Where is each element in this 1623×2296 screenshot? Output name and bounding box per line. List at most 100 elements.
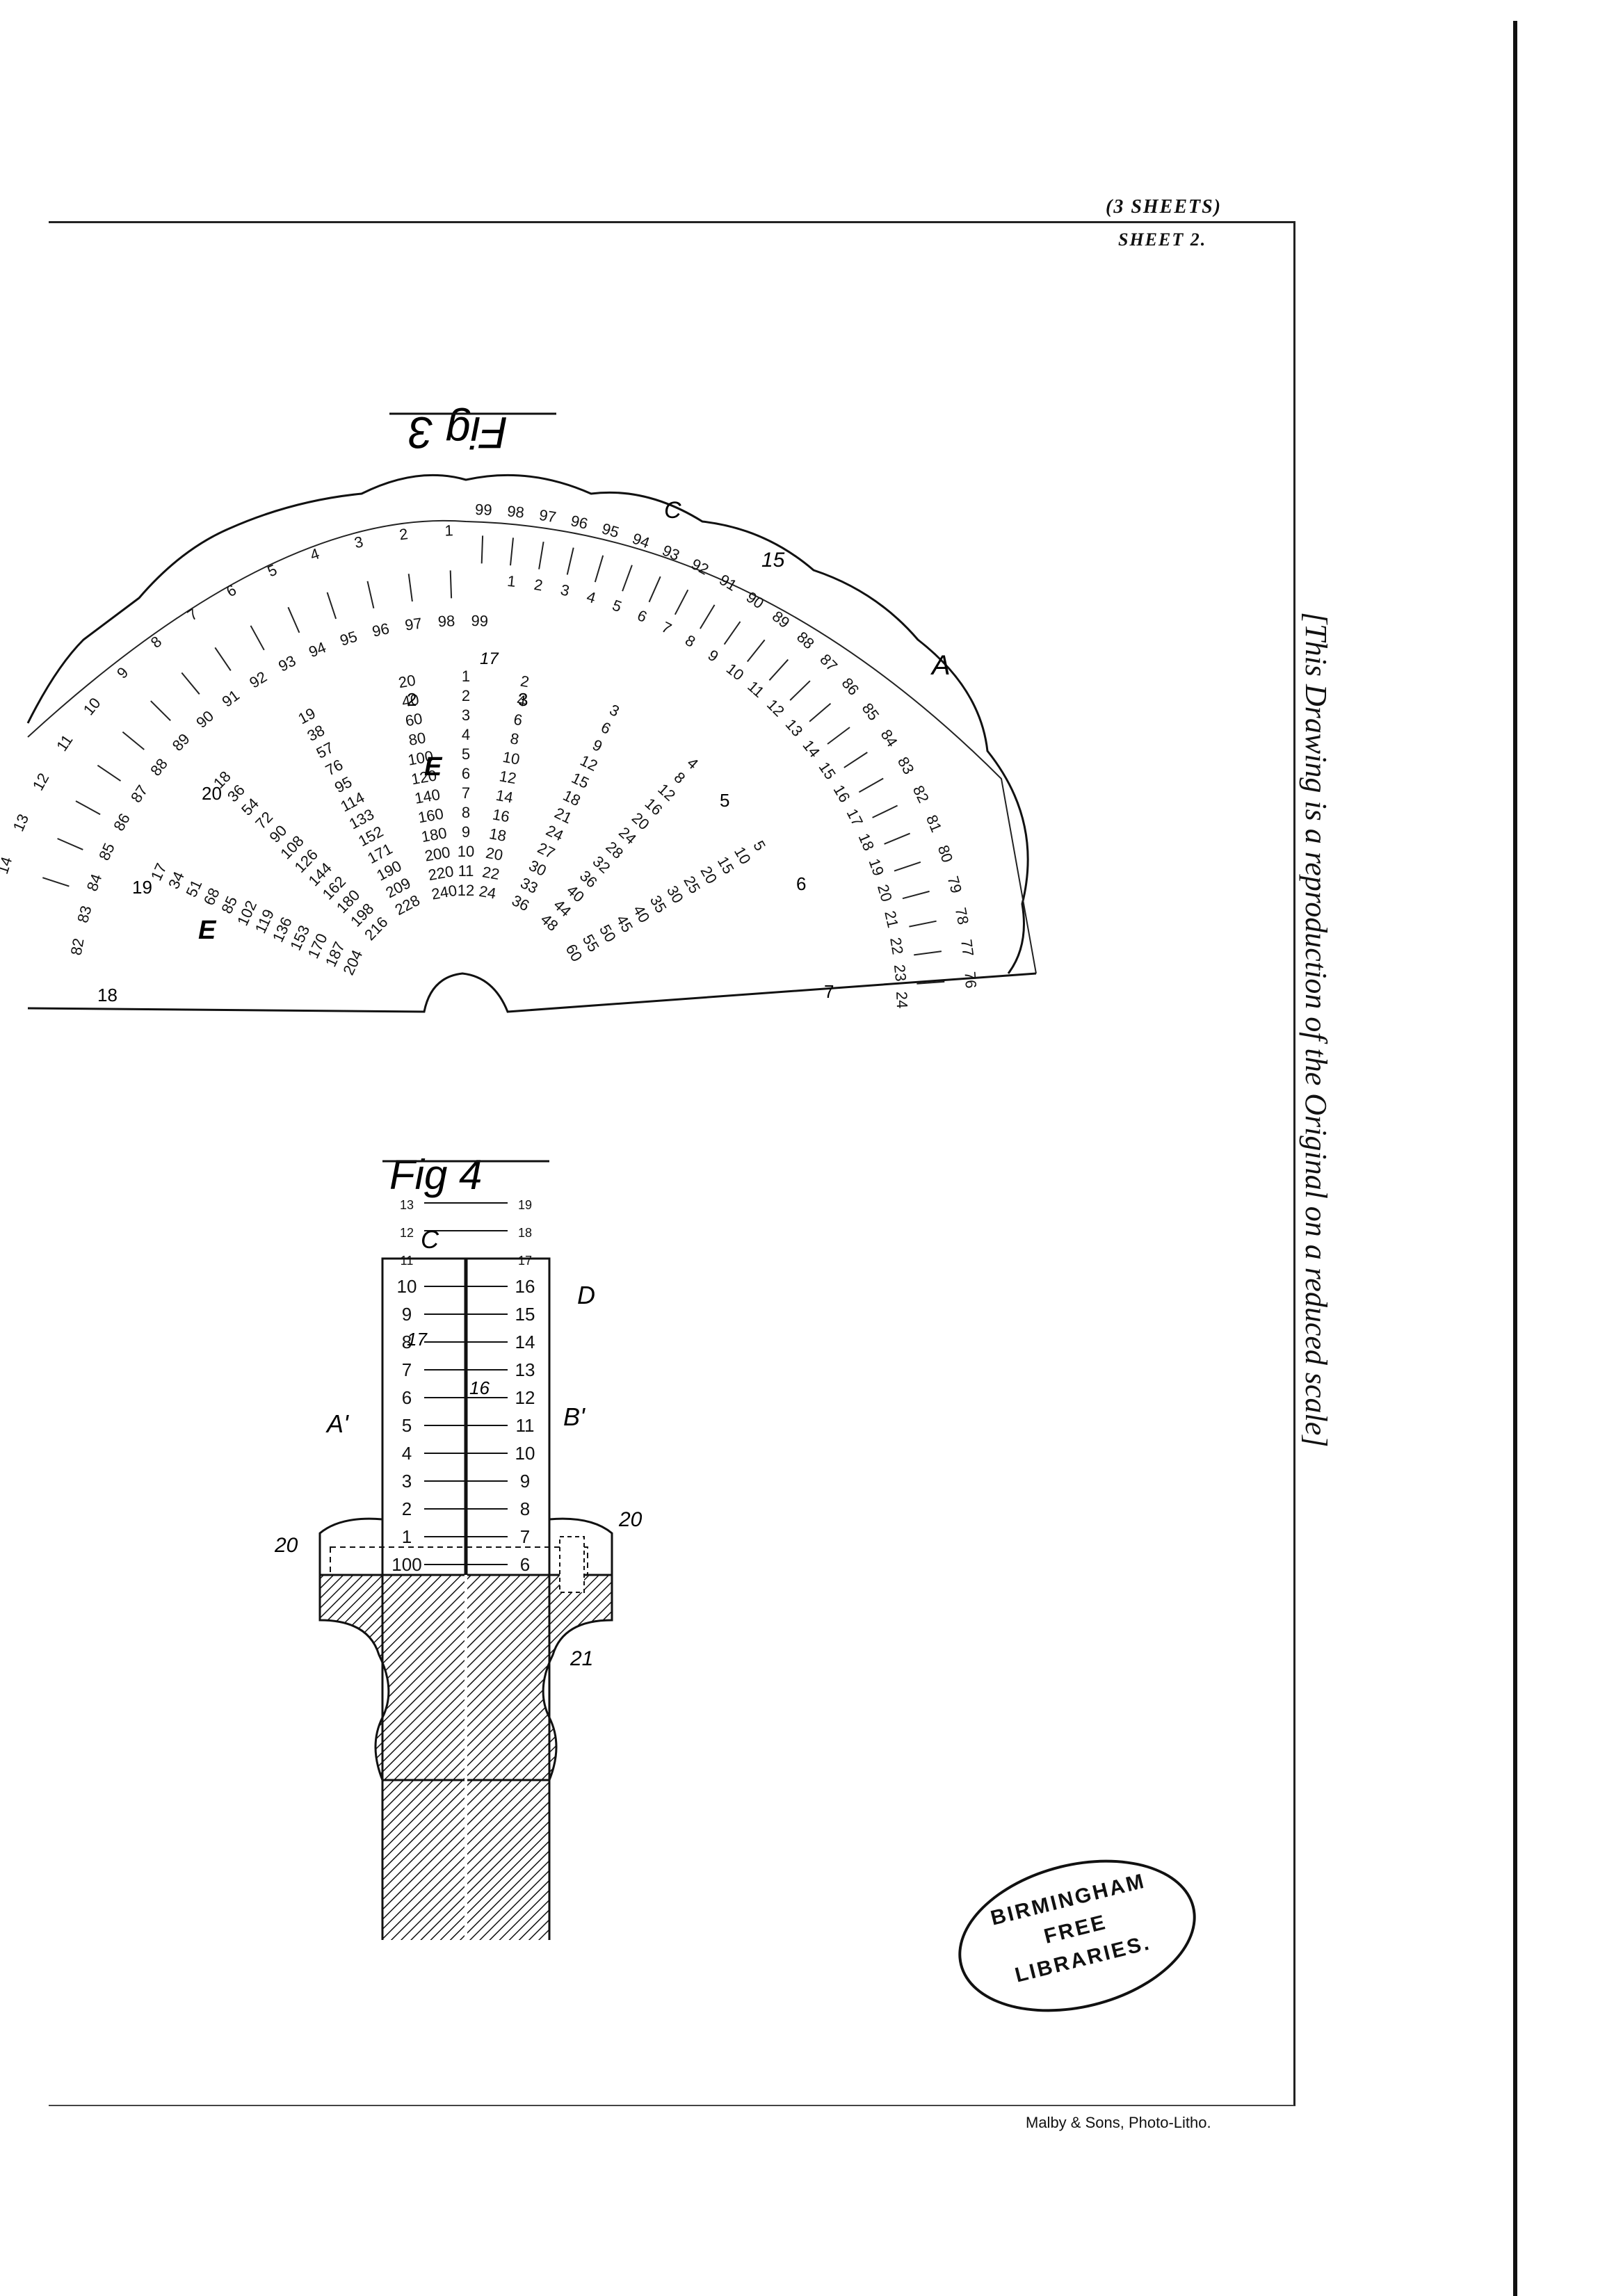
fig3-outer_right_inner-label: 14	[799, 736, 823, 761]
fig3-center_col-label: 2	[462, 687, 470, 704]
fig3-outer_right-tick	[789, 680, 811, 701]
fig3-outer_left_inner-label: 83	[74, 904, 95, 925]
fig3-outer_right-label: 77	[958, 938, 977, 957]
fig4-right-label: 7	[520, 1526, 530, 1547]
fig3-row-5: 5	[720, 790, 729, 811]
fig3-col_2r-label: 10	[501, 748, 521, 768]
fig4-ref-C: C	[421, 1225, 439, 1254]
fig3-col_2r-label: 20	[485, 844, 504, 864]
fig3-outer_right-tick	[700, 604, 716, 629]
fig3-outer_right_inner-label: 10	[723, 660, 748, 684]
fig4-left-label: 8	[402, 1332, 412, 1352]
fig3-outer_left-tick	[75, 800, 101, 816]
fig3-outer_right-tick	[872, 805, 898, 818]
fig3-col_20-label: 20	[397, 671, 417, 691]
fig3-outer_right_inner-label: 9	[705, 646, 722, 665]
fig3-outer_left-tick	[326, 592, 337, 620]
fig3-outer_left-tick	[150, 700, 171, 722]
fig4-right-label: 15	[515, 1304, 535, 1325]
fig3-outer_left_inner-label: 84	[83, 871, 106, 893]
fig3-outer_left_inner-label: 94	[306, 638, 328, 661]
fig3-outer_right-tick	[594, 555, 604, 583]
fig3-outer_left-label: 14	[0, 855, 15, 876]
fig3-outer_left-label: 6	[223, 581, 239, 601]
fig3-col_20-label: 140	[413, 786, 442, 807]
fig3-center-column: 1234567891011122040608010012014016018020…	[147, 668, 769, 978]
fig3-outer_left-tick	[97, 764, 122, 782]
fig3-outer_right_inner-label: 13	[782, 716, 807, 740]
fig3-outer_right-label: 82	[910, 783, 932, 806]
fig3-outer_left-label: 3	[353, 533, 364, 551]
sheets-count: (3 SHEETS)	[1106, 196, 1222, 218]
fig3-outer_right-label: 81	[923, 812, 945, 834]
fig3-outer_left-tick	[287, 606, 300, 633]
fig3-outer_right_inner-label: 22	[887, 936, 907, 955]
fig3-ref-A: A	[930, 650, 951, 681]
reproduction-note: [This Drawing is a reproduction of the O…	[1299, 612, 1333, 1448]
fig4-right-label: 18	[518, 1226, 532, 1240]
fig3-outer_left-label: 12	[29, 770, 53, 793]
fig3-row-20: 20	[202, 783, 222, 804]
fig3-outer_right-tick	[843, 752, 868, 768]
fig4-right-label: 13	[515, 1359, 535, 1380]
fig3-outer_right-tick	[674, 589, 689, 615]
fig3-col_4r-label: 8	[671, 768, 689, 787]
fig3-outer_left_inner-label: 89	[169, 730, 193, 754]
fig3-row-19: 19	[132, 877, 152, 898]
fig3-outer_left-tick	[42, 877, 70, 887]
fig4-left-label: 2	[402, 1498, 412, 1519]
fig3-ref-C: C	[664, 497, 681, 524]
sheet-number: SHEET 2.	[1118, 229, 1207, 250]
fig3-col_20-label: 240	[430, 882, 459, 903]
fig3-outer_right-label: 87	[816, 651, 841, 675]
fig3-outer_left-label: 11	[53, 731, 76, 754]
fig4-left-label: 4	[402, 1443, 412, 1464]
fig3-outer_right_inner-label: 7	[659, 618, 674, 638]
fig3-outer_right-tick	[809, 702, 832, 722]
fig3-outer_left_inner-label: 85	[95, 841, 118, 864]
fig3-outer_right-label: 86	[839, 674, 863, 699]
fig3-outer_right-tick	[747, 639, 766, 663]
fig4-right-label: 11	[516, 1415, 535, 1436]
fig3-col_2r-label: 22	[481, 863, 501, 883]
fig4-title: Fig 4	[389, 1151, 482, 1198]
printer-credit: Malby & Sons, Photo-Litho.	[1026, 2114, 1211, 2131]
fig3-center_col-label: 12	[458, 882, 474, 899]
fig3-outer_right-tick	[622, 565, 633, 592]
fig4-left-label: 3	[402, 1471, 412, 1491]
fig3-center_col-label: 6	[462, 765, 470, 782]
fig3-row-3: 3	[518, 689, 528, 710]
fig3-center_col-label: 8	[462, 804, 470, 821]
fig4-left-label: 9	[402, 1304, 412, 1325]
fig3-outer_left-label: 8	[147, 633, 165, 652]
fig3-outer_right_inner-label: 5	[610, 597, 624, 616]
fig4-ref-21: 21	[570, 1647, 593, 1670]
fig4-right-label: 10	[515, 1443, 535, 1464]
fig3-outer_right-tick	[768, 658, 789, 681]
fig3-outer_right_inner-label: 6	[635, 606, 649, 626]
fig3-center_col-label: 10	[458, 843, 474, 860]
fig3-outer_right_inner-label: 8	[682, 631, 698, 651]
fig3-col_2r-label: 16	[491, 805, 510, 825]
fig3-outer_left-tick	[181, 672, 200, 695]
fig3-outer_right-label: 94	[630, 529, 652, 551]
fig3-col_5r-label: 5	[750, 838, 769, 854]
figure-4: Fig 4 1001234567891011121367891011121314…	[274, 1151, 643, 1940]
fig3-outer_left-label: 7	[184, 605, 201, 624]
fig3-outer_left_inner-label: 91	[218, 686, 243, 711]
fig3-outer_left-tick	[366, 581, 375, 609]
fig4-left-label: 10	[397, 1276, 417, 1297]
fig3-col_20-label: 40	[401, 690, 420, 711]
fig4-left-label: 12	[400, 1226, 414, 1240]
fig3-outer_right_inner-label: 20	[874, 882, 896, 904]
fig4-right-label: 12	[515, 1387, 535, 1408]
fig3-outer_left_inner-label: 90	[193, 707, 217, 731]
fig3-outer_left-tick	[214, 647, 232, 671]
fig3-outer_right-label: 99	[475, 501, 492, 519]
fig3-ref-17: 17	[480, 649, 499, 668]
fig3-col_2r-label: 12	[498, 767, 517, 787]
fig4-right-label: 14	[515, 1332, 535, 1352]
fig3-outer_left-tick	[250, 625, 265, 651]
fig3-outer_right-tick	[566, 547, 574, 575]
fig3-outer_right-label: 97	[538, 506, 558, 526]
